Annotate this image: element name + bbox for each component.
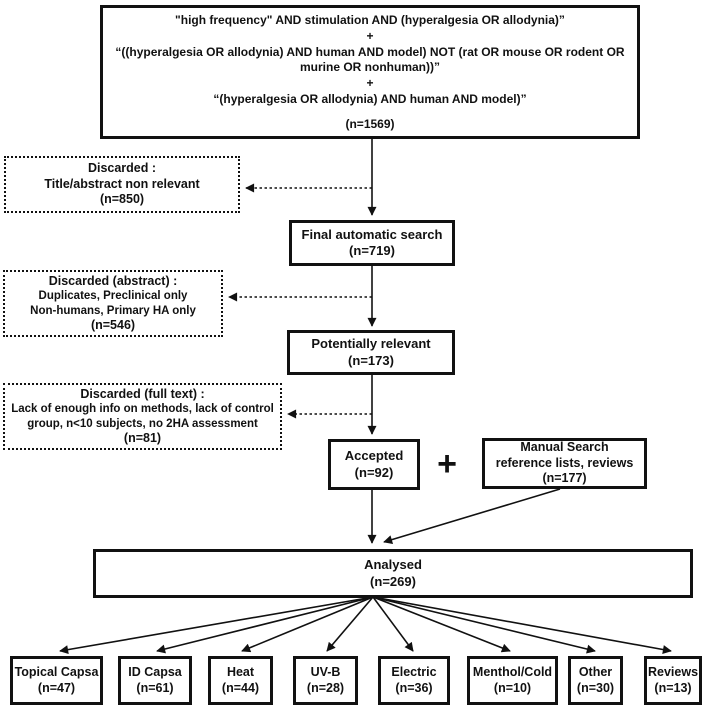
- stage-count: (n=719): [349, 243, 395, 258]
- category-label: Other: [578, 664, 613, 679]
- stage-label: Potentially relevant: [311, 336, 431, 352]
- category-count: (n=10): [493, 680, 532, 695]
- arrow-analysed-to-reviews: [372, 596, 672, 654]
- category-id-capsa-box: ID Capsa (n=61): [118, 656, 192, 705]
- category-count: (n=47): [37, 680, 76, 695]
- final-automatic-search-box: Final automatic search (n=719): [289, 220, 455, 266]
- category-label: Heat: [226, 664, 255, 679]
- query-plus-2: +: [366, 75, 374, 90]
- category-count: (n=61): [136, 680, 174, 695]
- category-label: ID Capsa: [128, 664, 182, 679]
- stage-count: (n=173): [348, 352, 394, 368]
- category-other-box: Other (n=30): [568, 656, 623, 705]
- query-line-3: “(hyperalgesia OR allodynia) AND human A…: [213, 91, 527, 106]
- category-label: Reviews: [647, 664, 699, 679]
- arrow-analysed-to-uvb: [326, 596, 374, 652]
- discard-reason: Non-humans, Primary HA only: [30, 304, 196, 317]
- arrow-analysed-to-heat: [241, 596, 374, 653]
- discard-reason: Lack of enough info on methods, lack of …: [11, 403, 274, 416]
- manual-search-count: (n=177): [542, 471, 587, 486]
- discarded-abstract-box: Discarded (abstract) : Duplicates, Precl…: [3, 270, 223, 337]
- category-heat-box: Heat (n=44): [208, 656, 273, 705]
- stage-count: (n=92): [354, 464, 394, 480]
- arrow-analysed-to-topical-capsa: [59, 596, 374, 655]
- category-count: (n=36): [395, 680, 433, 695]
- analysed-box: Analysed (n=269): [93, 549, 693, 598]
- category-count: (n=44): [221, 680, 260, 695]
- arrow-analysed-to-electric: [372, 596, 414, 652]
- discard-reason: Duplicates, Preclinical only: [38, 290, 188, 303]
- category-count: (n=28): [306, 680, 345, 695]
- manual-search-line-2: reference lists, reviews: [495, 455, 634, 470]
- discard-reason: group, n<10 subjects, no 2HA assessment: [27, 417, 258, 430]
- manual-search-box: Manual Search reference lists, reviews (…: [482, 438, 647, 489]
- category-label: UV-B: [310, 664, 341, 679]
- search-query-box: "high frequency" AND stimulation AND (hy…: [100, 5, 640, 139]
- stage-label: Accepted: [344, 448, 404, 464]
- category-uvb-box: UV-B (n=28): [293, 656, 358, 705]
- category-menthol-cold-box: Menthol/Cold (n=10): [467, 656, 558, 705]
- discard-title: Discarded (abstract) :: [48, 273, 178, 288]
- stage-label: Final automatic search: [301, 226, 443, 242]
- category-label: Electric: [391, 664, 437, 679]
- plus-merge-sign: +: [437, 444, 457, 483]
- category-topical-capsa-box: Topical Capsa (n=47): [10, 656, 103, 705]
- manual-search-line-1: Manual Search: [520, 440, 609, 455]
- discarded-title-abstract-box: Discarded : Title/abstract non relevant …: [4, 156, 240, 213]
- discard-title: Discarded (full text) :: [80, 386, 205, 401]
- accepted-box: Accepted (n=92): [328, 439, 420, 490]
- discard-title: Discarded :: [87, 161, 157, 176]
- discard-count: (n=850): [99, 192, 145, 207]
- arrow-analysed-to-menthol-cold: [372, 596, 511, 653]
- category-label: Menthol/Cold: [472, 664, 553, 679]
- query-count: (n=1569): [345, 116, 395, 131]
- query-line-1: "high frequency" AND stimulation AND (hy…: [175, 12, 565, 27]
- discarded-full-text-box: Discarded (full text) : Lack of enough i…: [3, 383, 282, 450]
- discard-reason: Title/abstract non relevant: [44, 176, 200, 191]
- category-count: (n=13): [654, 680, 692, 695]
- category-reviews-box: Reviews (n=13): [644, 656, 702, 705]
- category-electric-box: Electric (n=36): [378, 656, 450, 705]
- analysed-label: Analysed: [364, 557, 422, 573]
- arrow-manual-to-analysed: [383, 488, 561, 544]
- category-count: (n=30): [576, 680, 615, 695]
- potentially-relevant-box: Potentially relevant (n=173): [287, 330, 455, 375]
- arrow-analysed-to-id-capsa: [156, 596, 374, 654]
- query-plus-1: +: [366, 28, 374, 43]
- discard-count: (n=546): [90, 317, 136, 332]
- discard-count: (n=81): [123, 430, 162, 445]
- analysed-count: (n=269): [370, 573, 416, 589]
- category-label: Topical Capsa: [14, 664, 99, 679]
- arrow-analysed-to-other: [372, 596, 596, 654]
- query-line-2: “((hyperalgesia OR allodynia) AND human …: [115, 44, 625, 74]
